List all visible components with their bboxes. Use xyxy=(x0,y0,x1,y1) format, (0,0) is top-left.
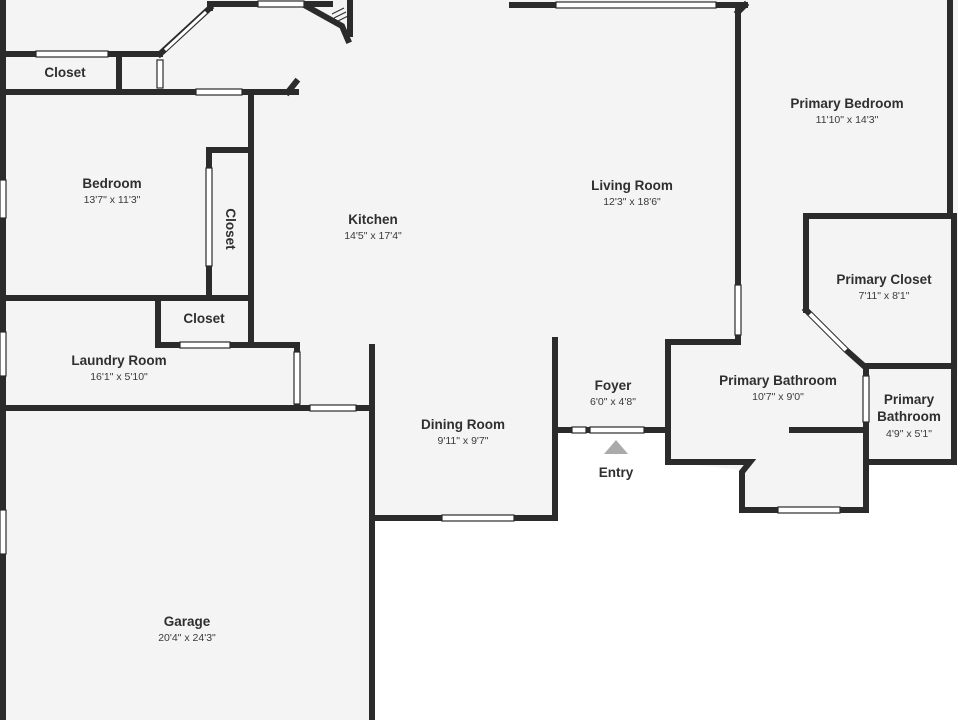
entry-label: Entry xyxy=(599,465,634,480)
kitchen-dims: 14'5" x 17'4" xyxy=(344,230,402,242)
room-labels: Closet Bedroom 13'7" x 11'3" Closet Kitc… xyxy=(44,65,941,644)
garage-label: Garage xyxy=(164,614,211,629)
primary-bathroom-dims: 10'7" x 9'0" xyxy=(752,391,804,403)
primary-bedroom-label: Primary Bedroom xyxy=(790,96,903,111)
primary-closet-dims: 7'11" x 8'1" xyxy=(859,290,910,302)
bedroom-dims: 13'7" x 11'3" xyxy=(84,194,141,206)
primary-bedroom-dims: 11'10" x 14'3" xyxy=(816,114,879,126)
dining-room-dims: 9'11" x 9'7" xyxy=(438,435,489,447)
primary-closet-label: Primary Closet xyxy=(836,272,932,287)
bedroom-label: Bedroom xyxy=(82,176,141,191)
living-room-dims: 12'3" x 18'6" xyxy=(603,196,661,208)
primary-bathroom-2-dims: 4'9" x 5'1" xyxy=(886,428,932,440)
primary-bathroom-label: Primary Bathroom xyxy=(719,373,837,388)
bedroom-closet-label: Closet xyxy=(223,208,238,250)
garage-dims: 20'4" x 24'3" xyxy=(158,632,216,644)
primary-bathroom-2-label-line2: Bathroom xyxy=(877,409,941,424)
top-left-diagonal-window xyxy=(163,10,208,52)
primary-closet-window xyxy=(808,312,848,352)
foyer-label: Foyer xyxy=(595,378,633,393)
primary-bathroom-2-label-line1: Primary xyxy=(884,392,935,407)
laundry-closet-label: Closet xyxy=(183,311,225,326)
living-room-label: Living Room xyxy=(591,178,673,193)
dining-room-label: Dining Room xyxy=(421,417,505,432)
entry-arrow-icon xyxy=(604,440,628,454)
laundry-room-dims: 16'1" x 5'10" xyxy=(90,371,148,383)
foyer-dims: 6'0" x 4'8" xyxy=(590,396,636,408)
laundry-room-label: Laundry Room xyxy=(71,353,166,368)
windows xyxy=(0,0,870,555)
stair-hatching xyxy=(331,7,349,23)
kitchen-label: Kitchen xyxy=(348,212,398,227)
closet-top-left-label: Closet xyxy=(44,65,86,80)
